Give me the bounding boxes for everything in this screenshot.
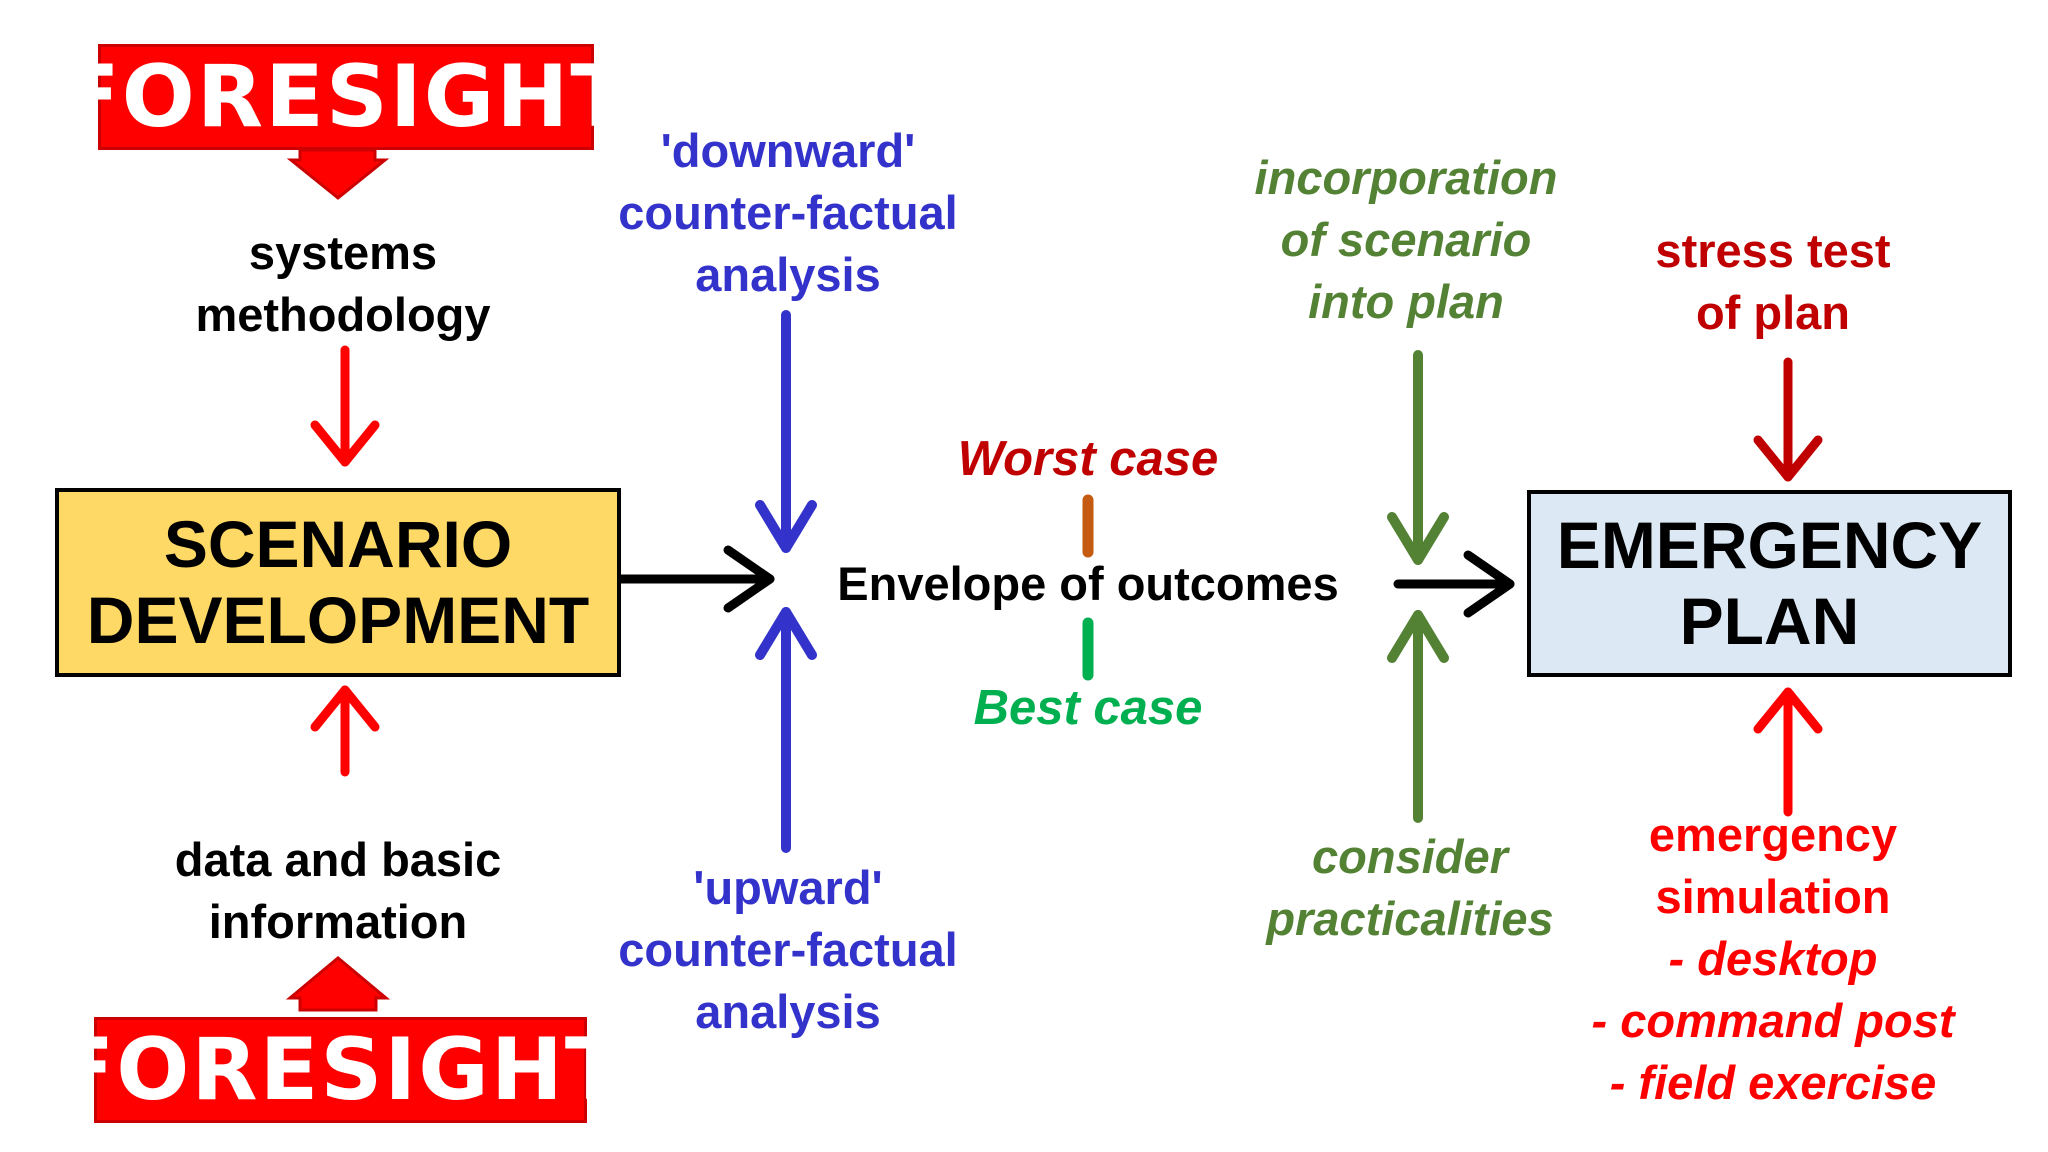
practicalities-arrow [1387,610,1449,823]
best-case-label: Best case [973,681,1203,735]
envelope-of-outcomes-label: Envelope of outcomes [837,557,1339,610]
emergency-line: EMERGENCY [1556,507,1983,582]
foresight-top-box: FORESIGHT [61,44,629,150]
stress-test-line: stress test [1655,224,1891,277]
envelope-to-plan-arrow [1393,550,1515,618]
downward-arrow [755,310,817,553]
simulation-line: simulation [1655,870,1891,923]
foresight-bottom-label: FORESIGHT [55,1020,626,1120]
of-scenario-line: of scenario [1280,213,1532,266]
analysis-line: analysis [695,985,881,1038]
counterfactual-line: counter-factual [618,186,958,239]
counterfactual-line: counter-factual [618,923,958,976]
scenario-development-box: SCENARIO DEVELOPMENT [55,488,621,677]
data-arrow [310,685,380,777]
plan-line: PLAN [1679,583,1860,658]
scenario-to-envelope-arrow [615,545,775,613]
upward-counterfactual-label: 'upward' counter-factual analysis [618,857,958,1043]
incorporation-label: incorporation of scenario into plan [1255,147,1558,333]
foresight-bottom-box: FORESIGHT [56,1017,624,1123]
systems-line: systems [248,226,438,279]
desktop-line: - desktop [1668,932,1878,985]
development-line: DEVELOPMENT [86,582,590,657]
methodology-arrow [310,345,380,467]
foresight-bottom-arrow [285,956,391,1012]
foresight-top-arrow [286,148,390,200]
incorporation-arrow [1387,350,1449,565]
into-plan-line: into plan [1308,275,1504,328]
analysis-line: analysis [695,248,881,301]
downward-line: 'downward' [660,124,916,177]
worst-case-label: Worst case [957,432,1219,486]
stress-test-label: stress test of plan [1655,220,1890,344]
stress-test-arrow [1753,357,1823,482]
field-exercise-line: - field exercise [1609,1056,1937,1109]
information-line: information [208,895,468,948]
of-plan-line: of plan [1695,286,1851,339]
scenario-line: SCENARIO [163,506,513,581]
command-post-line: - command post [1591,994,1955,1047]
practicalities-line: practicalities [1266,892,1554,945]
systems-methodology-label: systems methodology [195,222,490,346]
emergency-sim-line: emergency [1648,808,1898,861]
upward-arrow [755,607,817,853]
foresight-top-label: FORESIGHT [61,47,631,147]
consider-practicalities-label: consider practicalities [1266,826,1553,950]
emergency-plan-box: EMERGENCY PLAN [1527,490,2012,677]
consider-line: consider [1312,830,1508,883]
methodology-line: methodology [195,288,491,341]
upward-line: 'upward' [693,861,883,914]
data-basic-information-label: data and basic information [175,829,502,953]
simulation-arrow [1753,687,1823,817]
incorporation-line: incorporation [1254,151,1558,204]
downward-counterfactual-label: 'downward' counter-factual analysis [618,120,958,306]
emergency-simulation-label: emergency simulation - desktop - command… [1592,804,1955,1114]
data-line: data and basic [174,833,502,886]
